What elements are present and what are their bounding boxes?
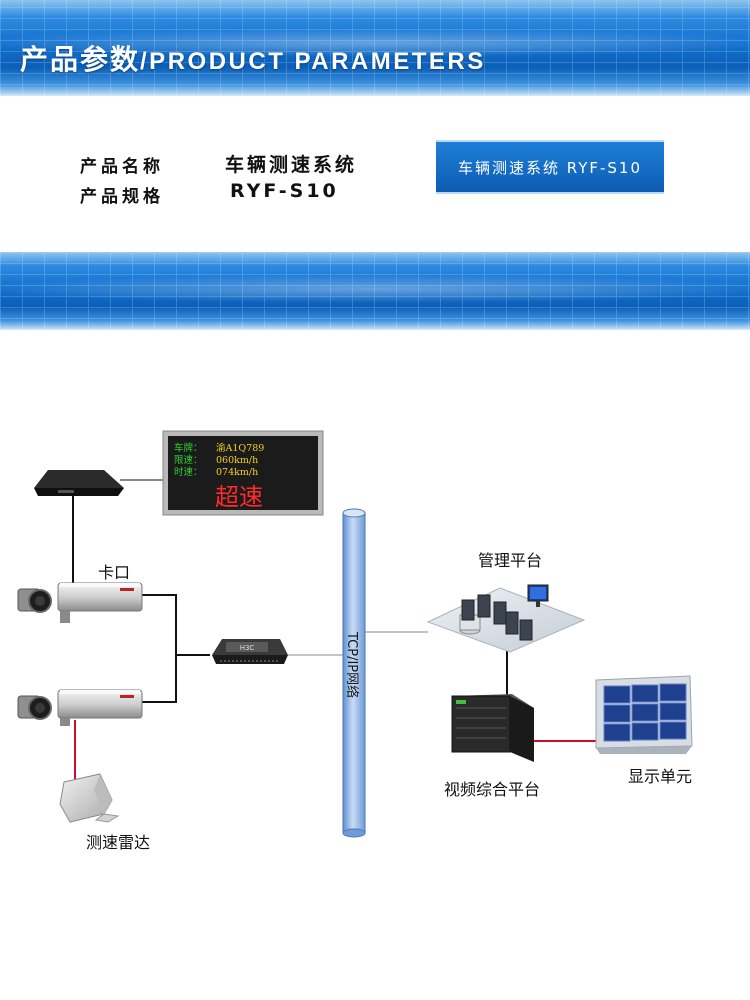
led-display-board: 车牌： 渝A1Q789 限速： 060km/h 时速： 074km/h 超速 bbox=[162, 430, 324, 516]
network-switch: H3C bbox=[212, 639, 288, 664]
display-limit-label: 限速： bbox=[174, 455, 203, 466]
svg-text:H3C: H3C bbox=[240, 644, 255, 652]
product-spec-value: RYF-S10 bbox=[230, 180, 339, 202]
checkpoint-label: 卡口 bbox=[98, 563, 130, 582]
camera-1 bbox=[17, 582, 143, 623]
display-speed-label: 时速： bbox=[174, 466, 203, 478]
video-platform-label: 视频综合平台 bbox=[444, 780, 540, 799]
nvr-device bbox=[34, 470, 124, 496]
product-name-value: 车辆测速系统 bbox=[225, 154, 358, 176]
connection-lines bbox=[72, 479, 596, 780]
header-banner: 产品参数/PRODUCT PARAMETERS bbox=[0, 0, 750, 96]
display-limit-value: 060km/h bbox=[216, 455, 258, 466]
management-platform bbox=[426, 584, 586, 653]
display-speed-value: 074km/h bbox=[216, 467, 258, 478]
speed-radar bbox=[59, 773, 120, 823]
display-unit-label: 显示单元 bbox=[628, 767, 692, 786]
banner-glow bbox=[0, 28, 750, 57]
display-warning-text: 超速 bbox=[215, 483, 263, 511]
system-diagram: 车牌： 渝A1Q789 限速： 060km/h 时速： 074km/h 超速 卡… bbox=[17, 430, 693, 852]
section-title-en: /PRODUCT PARAMETERS bbox=[140, 48, 486, 75]
product-name-label: 产品名称 bbox=[80, 157, 164, 177]
display-unit-video-wall bbox=[595, 675, 693, 754]
display-plate-value: 渝A1Q789 bbox=[216, 442, 264, 454]
banner-glow bbox=[0, 275, 750, 304]
management-platform-label: 管理平台 bbox=[478, 551, 542, 570]
tcpip-network-pipe: TCP/IP网络 bbox=[342, 508, 366, 838]
video-integration-platform bbox=[451, 694, 534, 762]
section-title-cn: 产品参数 bbox=[20, 43, 141, 76]
product-spec-label: 产品规格 bbox=[80, 187, 164, 207]
product-tag: 车辆测速系统 RYF-S10 bbox=[436, 140, 664, 194]
divider-banner bbox=[0, 252, 750, 330]
camera-2 bbox=[17, 689, 143, 726]
section-title: 产品参数/PRODUCT PARAMETERS bbox=[20, 38, 486, 78]
banner-grid-texture bbox=[0, 252, 750, 330]
line-cameras-bus bbox=[140, 594, 177, 703]
network-label: TCP/IP网络 bbox=[344, 631, 360, 698]
display-plate-label: 车牌： bbox=[174, 442, 203, 454]
radar-label: 测速雷达 bbox=[86, 833, 150, 852]
banner-grid-texture bbox=[0, 0, 750, 96]
